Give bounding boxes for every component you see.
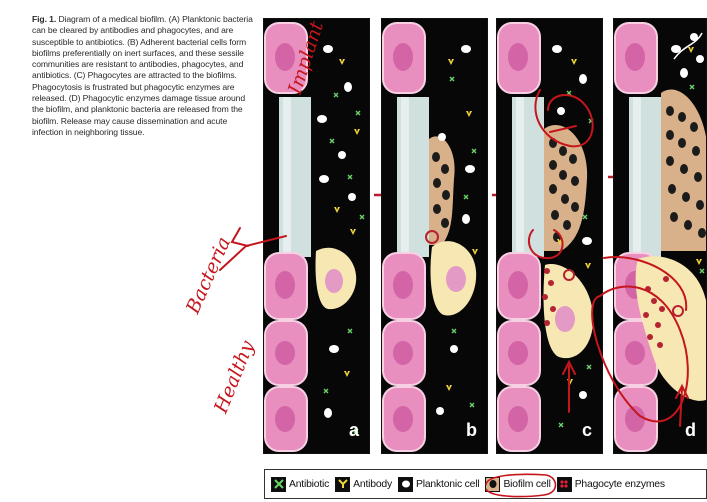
legend-item-phagocyte-enzymes: Phagocyte enzymes <box>557 477 665 492</box>
panel-c-drawing <box>497 19 603 454</box>
handwritten-circle-mark <box>480 471 560 499</box>
figure-caption: Fig. 1. Diagram of a medical biofilm. (A… <box>32 14 254 138</box>
panel-label: b <box>466 420 477 441</box>
panel-a: a <box>263 18 370 454</box>
caption-lead: Fig. 1. <box>32 14 56 24</box>
legend-label: Planktonic cell <box>416 479 479 490</box>
panel-b: b <box>381 18 488 454</box>
legend-label: Antibiotic <box>289 479 329 490</box>
legend-label: Antibody <box>353 479 392 490</box>
antibiotic-icon <box>271 477 286 492</box>
annotation-healthy: Healthy <box>210 338 259 417</box>
panel-d-drawing <box>614 19 707 454</box>
panel-label: d <box>685 420 696 441</box>
legend-item-antibody: Antibody <box>335 477 392 492</box>
panel-label: a <box>349 420 359 441</box>
figure-legend: Antibiotic Antibody Planktonic cell Biof… <box>264 469 707 499</box>
annotation-bacteria: Bacteria <box>182 234 235 317</box>
legend-label: Phagocyte enzymes <box>575 479 665 490</box>
legend-item-planktonic-cell: Planktonic cell <box>398 477 479 492</box>
legend-item-biofilm-cell: Biofilm cell <box>485 477 550 492</box>
panel-label: c <box>582 420 592 441</box>
panel-d: d <box>613 18 707 454</box>
panel-c: c <box>496 18 603 454</box>
panel-a-drawing <box>264 19 370 454</box>
panel-b-drawing <box>382 19 488 454</box>
antibody-icon <box>335 477 350 492</box>
caption-text: Diagram of a medical biofilm. (A) Plankt… <box>32 14 253 137</box>
planktonic-cell-icon <box>398 477 413 492</box>
legend-item-antibiotic: Antibiotic <box>271 477 329 492</box>
